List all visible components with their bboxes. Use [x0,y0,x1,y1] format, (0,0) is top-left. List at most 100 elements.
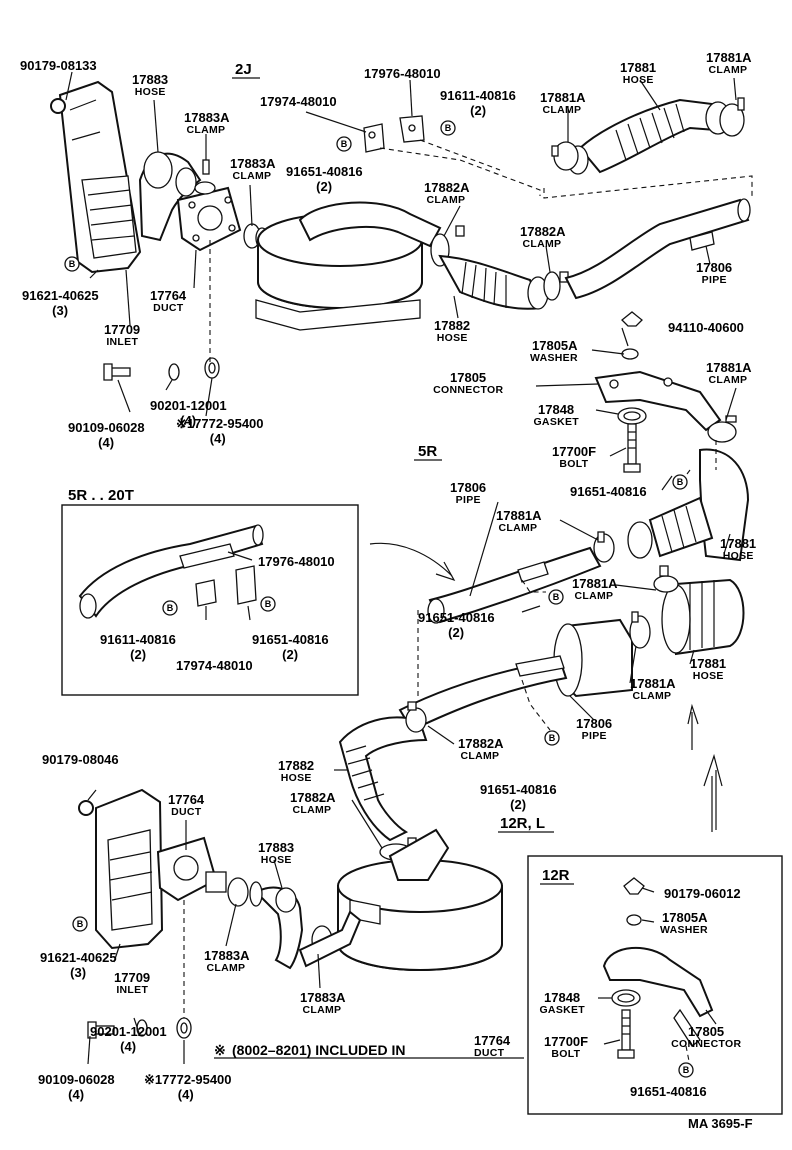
part-number: 91611-40816 [100,632,176,647]
callout-a6: 91621-40625(3) [22,288,99,318]
callout-a9: 90109-06028(4) [68,420,145,450]
part-number: 17805A [662,910,708,925]
part-number: 17883A [300,990,346,1005]
part-number: 17805A [532,338,578,353]
clamp-17881a-mid-2 [593,531,615,563]
part-number: 17806 [696,260,732,275]
clamp-17883a-lower-1 [227,877,249,907]
part-number: 17709 [104,322,140,337]
part-name: CLAMP [232,170,271,182]
part-number: 91611-40816 [440,88,516,103]
hose-17881-mid-1 [627,448,750,562]
part-number: 17976-48010 [364,66,441,81]
part-number: 91621-40625 [22,288,99,303]
callout-a8: 90201-12001(4) [150,398,227,428]
note-text: (8002–8201) INCLUDED IN [232,1042,406,1058]
part-quantity: (4) [120,1039,136,1054]
part-name: HOSE [623,74,654,86]
callout-a12: 17976-48010 [364,66,441,81]
part-number: 17881 [620,60,656,75]
part-quantity: (3) [52,303,68,318]
part-number: 90179-08046 [42,752,119,767]
part-number: 17883A [230,156,276,171]
part-number: 91651-40816 [286,164,363,179]
duct-17764-top [176,186,242,252]
svg-text:B: B [341,139,348,149]
bolt-marker-b-7: B [162,600,178,616]
part-quantity: (3) [70,965,86,980]
clamp-17882a-top-2 [543,271,569,301]
part-name: WASHER [660,924,708,936]
part-quantity: (4) [178,1087,194,1102]
svg-text:B: B [683,1065,690,1075]
part-number: 91651-40816 [570,484,647,499]
part-number: 17882A [424,180,470,195]
grommet-17772-lower [176,1017,192,1039]
air-cleaner-top [255,201,442,331]
part-name: PIPE [582,730,607,742]
bolt-90109-lower [87,1021,115,1039]
part-number: 91651-40816 [252,632,329,647]
svg-text:B: B [553,592,560,602]
callout-e6: 91651-40816 [630,1084,707,1099]
section-label-5r: 5R [418,443,437,460]
part-number: ※17772-95400 [176,416,264,431]
section-label-12rl: 12R, L [500,815,545,832]
connector-17805 [594,311,722,432]
section-label-2j: 2J [235,61,252,78]
part-name: CLAMP [292,804,331,816]
bolt-marker-b-4: B [672,474,688,490]
callout-d12: 90109-06028(4) [38,1072,115,1102]
hose-17883-lower [249,881,304,970]
bolt-marker-b-10: B [678,1062,694,1078]
part-name: CLAMP [542,104,581,116]
part-name: CLAMP [498,522,537,534]
gasket-17848 [617,407,647,425]
part-name: GASKET [539,1004,585,1016]
part-number: 91651-40816 [418,610,495,625]
part-name: INLET [106,336,138,348]
hose-17881-top [567,98,731,175]
part-quantity: (4) [210,431,226,446]
part-quantity: (2) [510,797,526,812]
part-name: CLAMP [632,690,671,702]
part-number: 17700F [544,1034,588,1049]
part-number: 90109-06028 [38,1072,115,1087]
part-quantity: (2) [316,179,332,194]
inset-5r-20t [61,504,359,696]
note-symbol: ※ [214,1042,226,1058]
part-quantity: (4) [68,1087,84,1102]
hose-17882-lower [338,716,428,842]
part-name: PIPE [702,274,727,286]
part-number: 17881A [630,676,676,691]
part-number: 17883A [184,110,230,125]
air-cleaner-lower [337,828,503,971]
clamp-17883a-lower-2 [298,910,362,968]
part-name: HOSE [437,332,468,344]
callout-d13: ※17772-95400(4) [144,1072,232,1102]
nut-90179-08046 [78,800,94,816]
part-quantity: (4) [98,435,114,450]
clamp-17881a-mid-4 [629,611,651,649]
part-number: 17805 [450,370,486,385]
part-number: 17848 [538,402,574,417]
section-2j-drawing [50,71,753,417]
part-number: 90201-12001 [90,1024,167,1039]
part-number: 17881A [706,360,752,375]
